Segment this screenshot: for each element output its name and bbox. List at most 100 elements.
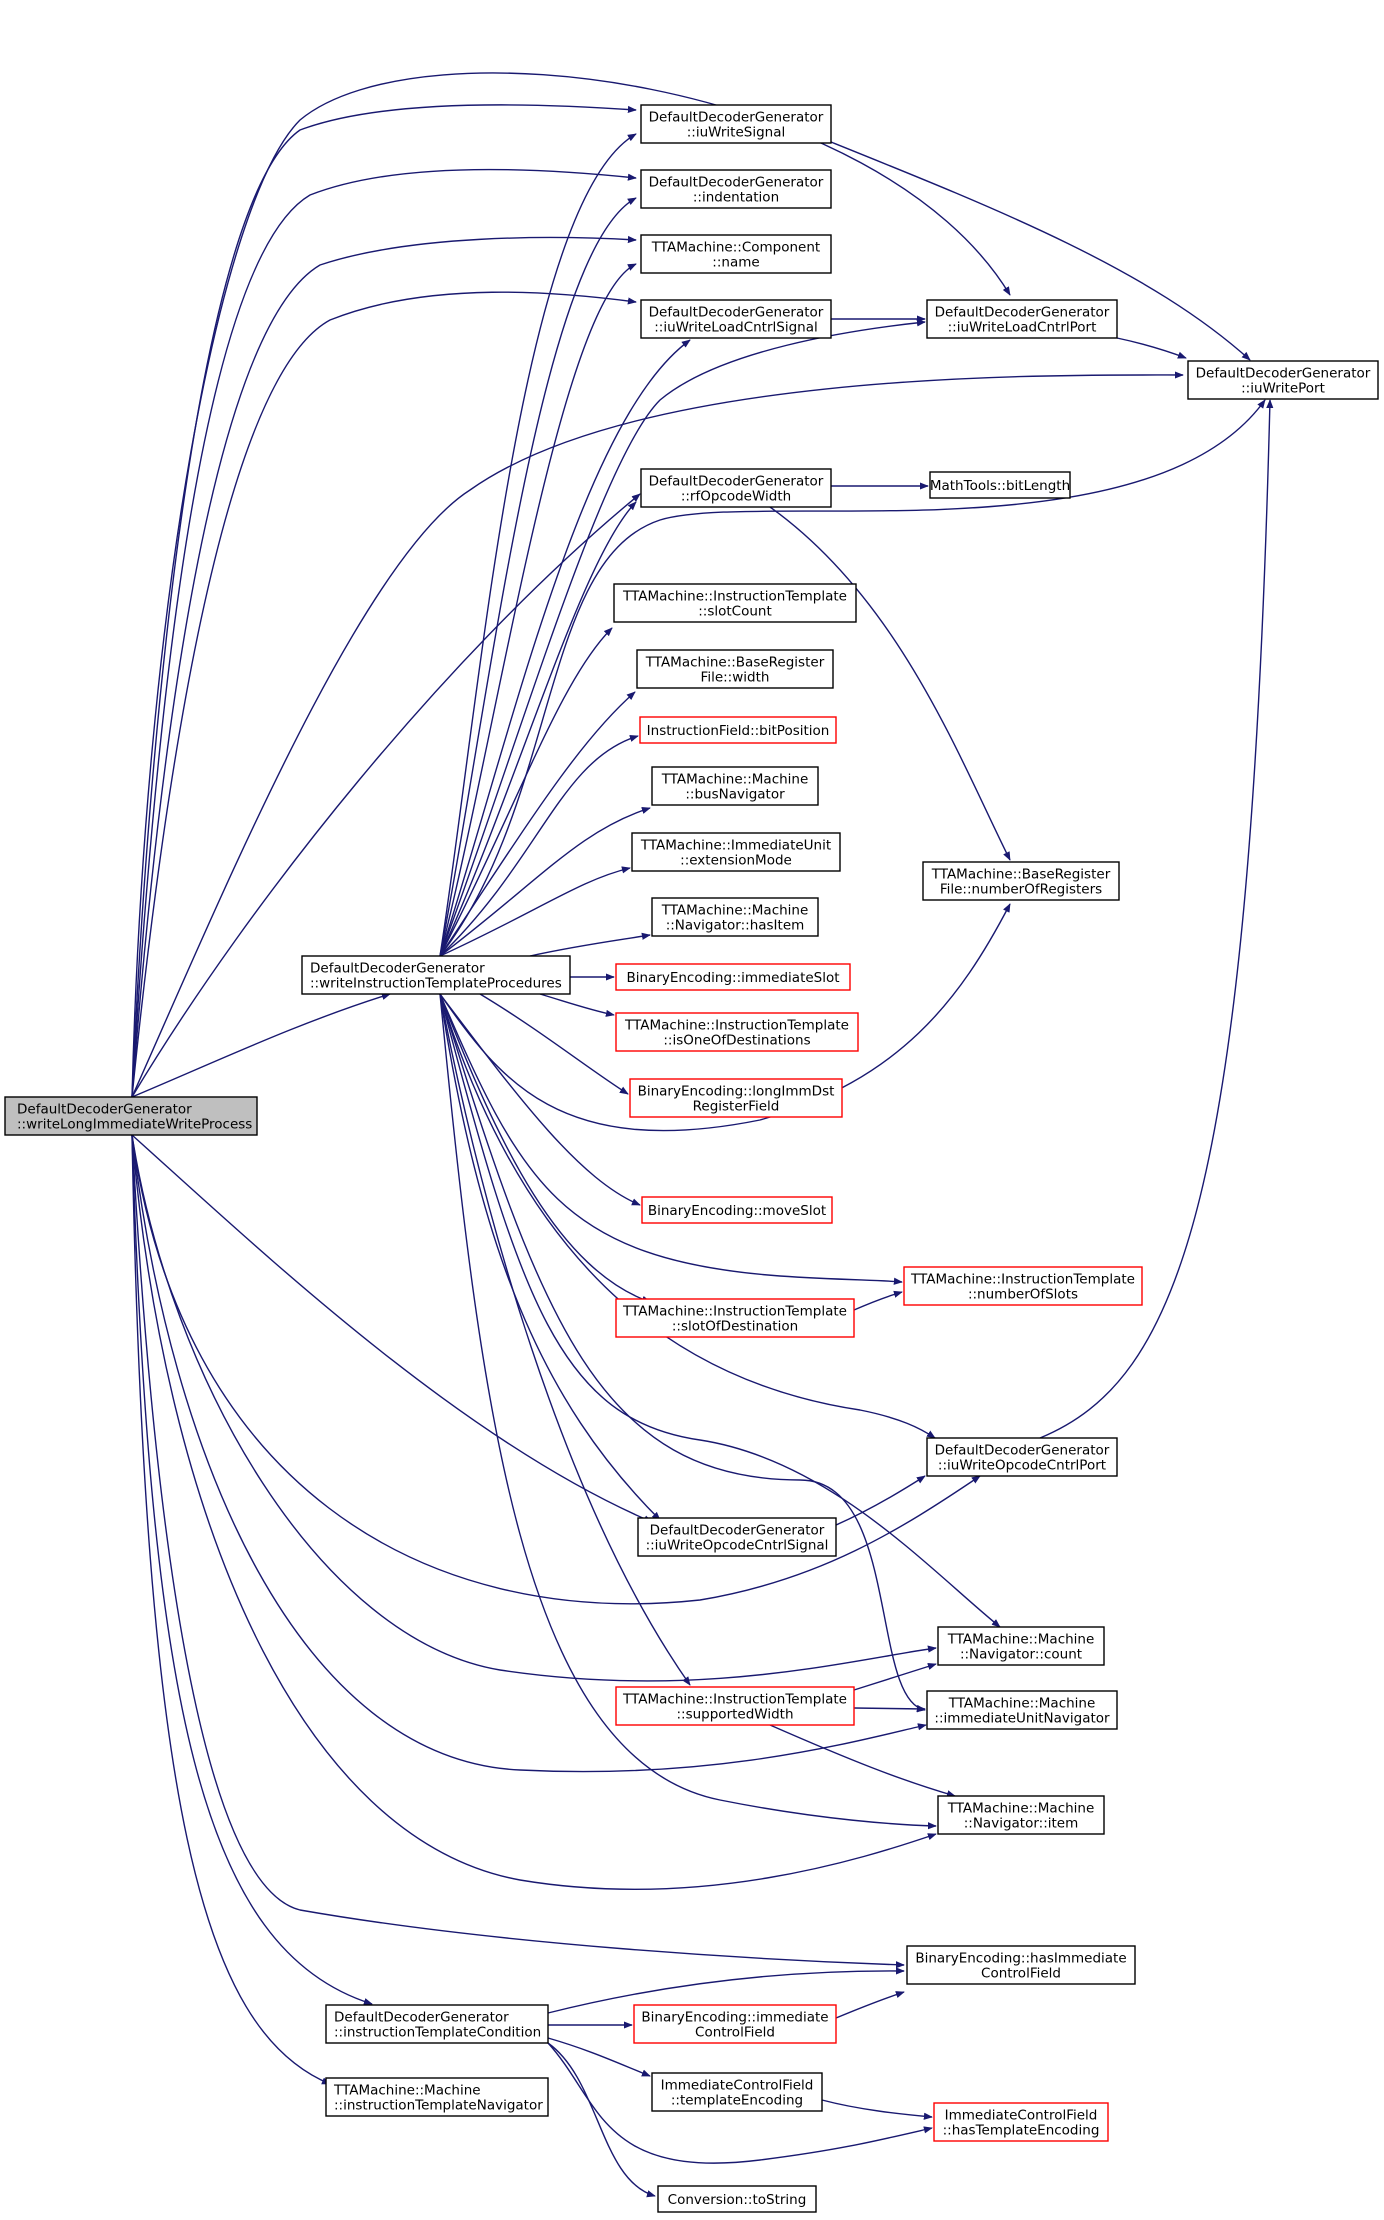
node-iu-wlcp[interactable]: DefaultDecoderGenerator::iuWriteLoadCntr… <box>926 299 1118 339</box>
edge-w-itp-to-iu-ws <box>439 133 637 957</box>
node-box[interactable] <box>937 1626 1105 1666</box>
node-box[interactable] <box>615 963 851 991</box>
node-imm-slot[interactable]: BinaryEncoding::immediateSlot <box>615 963 851 991</box>
node-box[interactable] <box>922 861 1120 901</box>
node-box[interactable] <box>651 766 819 806</box>
node-move-slot[interactable]: BinaryEncoding::moveSlot <box>641 1196 833 1224</box>
node-box[interactable] <box>640 234 832 274</box>
node-box[interactable] <box>301 955 571 995</box>
node-box[interactable] <box>651 2072 823 2112</box>
node-box[interactable] <box>631 832 841 872</box>
node-box[interactable] <box>636 649 834 689</box>
node-it-cond[interactable]: DefaultDecoderGenerator::instructionTemp… <box>325 2004 549 2044</box>
node-box[interactable] <box>903 1266 1143 1306</box>
edge-iu-ws-to-iu-wp <box>830 141 1251 361</box>
node-label: ::immediateUnitNavigator <box>934 1711 1110 1727</box>
node-nav-item[interactable]: TTAMachine::Machine::Navigator::item <box>937 1795 1105 1835</box>
node-nav-count[interactable]: TTAMachine::Machine::Navigator::count <box>937 1626 1105 1666</box>
node-box[interactable] <box>640 299 832 339</box>
node-label: Conversion::toString <box>668 2192 807 2208</box>
node-w-itp[interactable]: DefaultDecoderGenerator::writeInstructio… <box>301 955 571 995</box>
node-box[interactable] <box>937 1795 1105 1835</box>
node-is-one-of[interactable]: TTAMachine::InstructionTemplate::isOneOf… <box>615 1012 859 1052</box>
node-box[interactable] <box>1187 360 1379 400</box>
edge-root-to-rf-ow <box>131 493 641 1098</box>
node-box[interactable] <box>641 1196 833 1224</box>
node-box[interactable] <box>926 299 1118 339</box>
node-box[interactable] <box>629 1078 843 1118</box>
node-box[interactable] <box>615 1686 855 1726</box>
node-box[interactable] <box>929 471 1071 499</box>
node-label: DefaultDecoderGenerator <box>935 305 1110 321</box>
node-iu-ws[interactable]: DefaultDecoderGenerator::iuWriteSignal <box>640 104 832 144</box>
node-iu-wlcs[interactable]: DefaultDecoderGenerator::iuWriteLoadCntr… <box>640 299 832 339</box>
node-supp-w[interactable]: TTAMachine::InstructionTemplate::support… <box>615 1686 855 1726</box>
node-box[interactable] <box>325 2077 549 2117</box>
node-label: ImmediateControlField <box>945 2108 1098 2124</box>
node-num-slots[interactable]: TTAMachine::InstructionTemplate::numberO… <box>903 1266 1143 1306</box>
node-slot-of-dst[interactable]: TTAMachine::InstructionTemplate::slotOfD… <box>615 1298 855 1338</box>
node-label: TTAMachine::InstructionTemplate <box>622 1304 847 1320</box>
node-tmpl-enc[interactable]: ImmediateControlField::templateEncoding <box>651 2072 823 2112</box>
node-box[interactable] <box>637 1517 837 1557</box>
node-box[interactable] <box>615 1298 855 1338</box>
node-box[interactable] <box>926 1690 1118 1730</box>
node-box[interactable] <box>926 1437 1118 1477</box>
node-iu-wocs[interactable]: DefaultDecoderGenerator::iuWriteOpcodeCn… <box>637 1517 837 1557</box>
edge-w-itp-to-nav-has <box>529 932 651 957</box>
node-bus-nav[interactable]: TTAMachine::Machine::busNavigator <box>651 766 819 806</box>
node-box[interactable] <box>906 1945 1136 1985</box>
node-box[interactable] <box>325 2004 549 2044</box>
node-label: ::writeLongImmediateWriteProcess <box>17 1117 252 1133</box>
node-box[interactable] <box>4 1096 258 1136</box>
node-has-tmpl-enc[interactable]: ImmediateControlField::hasTemplateEncodi… <box>933 2102 1109 2142</box>
edge-w-itp-to-supp-w <box>439 993 691 1686</box>
node-root[interactable]: DefaultDecoderGenerator::writeLongImmedi… <box>4 1096 258 1136</box>
node-label: ControlField <box>695 2025 775 2041</box>
node-bit-len[interactable]: MathTools::bitLength <box>929 471 1071 499</box>
node-label: ::templateEncoding <box>671 2093 803 2109</box>
node-box[interactable] <box>640 468 832 508</box>
edge-w-itp-to-brf-width <box>439 691 636 957</box>
node-box[interactable] <box>640 104 832 144</box>
node-bit-pos[interactable]: InstructionField::bitPosition <box>639 716 837 744</box>
node-label: ::indentation <box>693 190 779 206</box>
node-iu-wocp[interactable]: DefaultDecoderGenerator::iuWriteOpcodeCn… <box>926 1437 1118 1477</box>
edge-root-to-iu-wp <box>131 371 1184 1098</box>
edge-w-itp-to-long-imm <box>479 993 629 1095</box>
node-box[interactable] <box>640 169 832 209</box>
node-box[interactable] <box>633 2004 837 2044</box>
edge-w-itp-to-slot-count <box>439 627 613 957</box>
node-iu-wp[interactable]: DefaultDecoderGenerator::iuWritePort <box>1187 360 1379 400</box>
node-box[interactable] <box>615 1012 859 1052</box>
edge-iu-wlcp-to-iu-wp <box>1116 337 1187 359</box>
node-label: MathTools::bitLength <box>930 478 1070 494</box>
node-box[interactable] <box>639 716 837 744</box>
node-it-nav[interactable]: TTAMachine::Machine::instructionTemplate… <box>325 2077 549 2117</box>
node-ext-mode[interactable]: TTAMachine::ImmediateUnit::extensionMode <box>631 832 841 872</box>
edge-root-to-indent <box>131 168 637 1098</box>
node-box[interactable] <box>933 2102 1109 2142</box>
edge-w-itp-to-nav-count <box>439 993 1001 1628</box>
node-to-str[interactable]: Conversion::toString <box>657 2185 817 2213</box>
node-brf-num[interactable]: TTAMachine::BaseRegisterFile::numberOfRe… <box>922 861 1120 901</box>
node-box[interactable] <box>651 897 819 937</box>
node-box[interactable] <box>613 583 857 623</box>
node-iu-nav[interactable]: TTAMachine::Machine::immediateUnitNaviga… <box>926 1690 1118 1730</box>
node-label: TTAMachine::InstructionTemplate <box>622 1692 847 1708</box>
edge-root-to-iu-wlcp <box>131 72 1011 1098</box>
edge-root-to-it-nav <box>131 1134 331 2085</box>
node-comp-name[interactable]: TTAMachine::Component::name <box>640 234 832 274</box>
node-label: ImmediateControlField <box>661 2078 814 2094</box>
node-nav-has[interactable]: TTAMachine::Machine::Navigator::hasItem <box>651 897 819 937</box>
node-rf-ow[interactable]: DefaultDecoderGenerator::rfOpcodeWidth <box>640 468 832 508</box>
edge-it-cond-to-has-imm-cf <box>547 1967 905 2014</box>
node-indent[interactable]: DefaultDecoderGenerator::indentation <box>640 169 832 209</box>
node-box[interactable] <box>657 2185 817 2213</box>
node-label: BinaryEncoding::immediateSlot <box>626 970 839 986</box>
node-slot-count[interactable]: TTAMachine::InstructionTemplate::slotCou… <box>613 583 857 623</box>
